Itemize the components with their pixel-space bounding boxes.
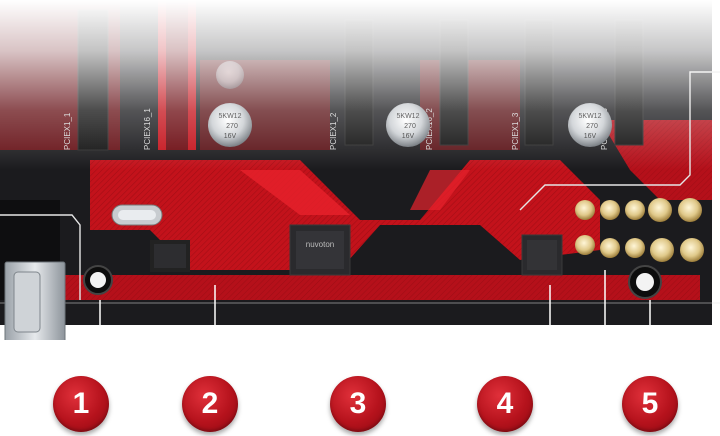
motherboard-illustration: PCIEX1_1 PCIEX16_1 PCIEX1_2 PCIEX16_2 PC… <box>0 0 720 340</box>
capacitor: 5KW12 270 16V <box>386 103 430 147</box>
codec-chip <box>150 240 190 272</box>
callout-badge-3: 3 <box>330 376 386 432</box>
callout-badge-1: 1 <box>53 376 109 432</box>
audio-io-connector <box>4 261 66 340</box>
callout-number: 3 <box>349 387 367 420</box>
callout-leader-lines <box>99 270 651 340</box>
audio-capacitors <box>575 198 704 262</box>
slot-label: PCIEX16_1 <box>143 108 152 150</box>
callout-badge-2: 2 <box>182 376 238 432</box>
slot-label: PCIEX1_3 <box>511 112 520 150</box>
svg-text:16V: 16V <box>402 133 415 140</box>
callout-badge-5: 5 <box>622 376 678 432</box>
svg-text:270: 270 <box>586 123 598 130</box>
slot-label: PCIEX1_2 <box>329 112 338 150</box>
crystal-oscillator <box>111 204 163 226</box>
svg-text:5KW12: 5KW12 <box>579 113 602 120</box>
svg-text:5KW12: 5KW12 <box>397 113 420 120</box>
callout-number: 5 <box>641 387 659 420</box>
mounting-holes <box>83 265 662 299</box>
svg-text:5KW12: 5KW12 <box>219 113 242 120</box>
callout-number: 1 <box>72 387 90 420</box>
slot-label: PCIEX1_1 <box>63 112 72 150</box>
superio-chip: nuvoton <box>289 224 351 276</box>
callout-number: 2 <box>201 387 219 420</box>
callout-number: 4 <box>496 387 514 420</box>
audio-chip <box>521 234 563 276</box>
capacitor: 5KW12 270 16V <box>208 103 252 147</box>
svg-text:270: 270 <box>404 123 416 130</box>
capacitor: 5KW12 270 16V <box>568 103 612 147</box>
callout-badge-4: 4 <box>477 376 533 432</box>
svg-text:nuvoton: nuvoton <box>306 240 334 249</box>
svg-text:16V: 16V <box>584 133 597 140</box>
svg-text:270: 270 <box>226 123 238 130</box>
svg-text:16V: 16V <box>224 133 237 140</box>
